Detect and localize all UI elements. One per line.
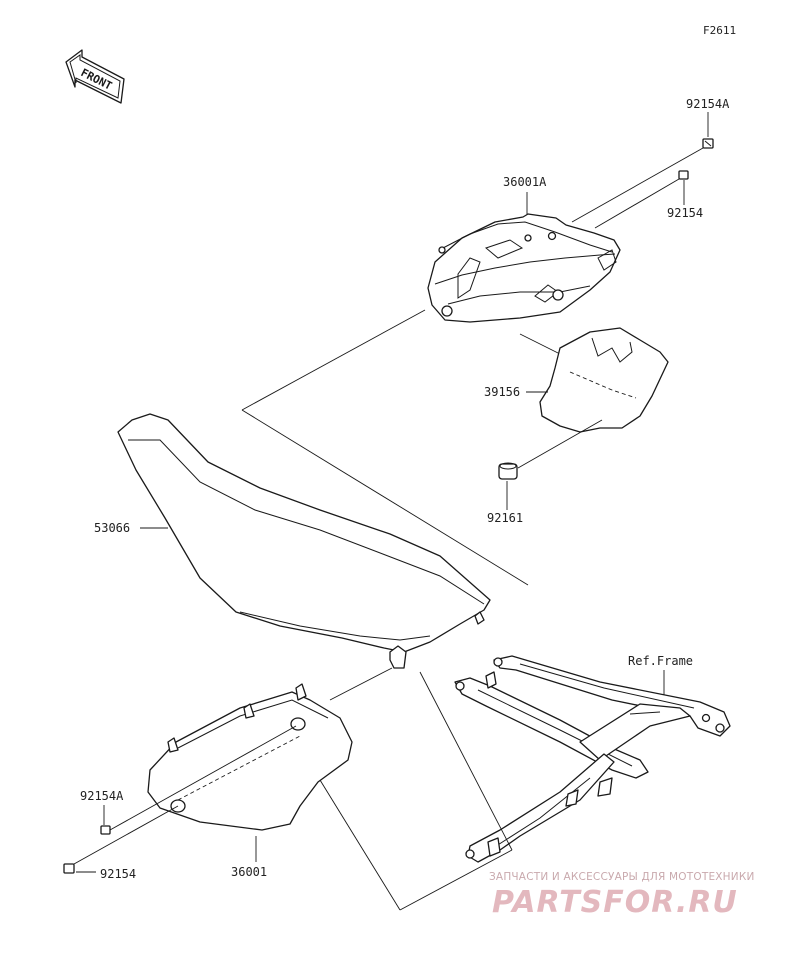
- label-92154A-bottom: 92154A: [80, 789, 124, 803]
- sub-frame: [454, 655, 731, 863]
- label-ref-frame: Ref.Frame: [628, 654, 693, 668]
- side-cover-36001: [147, 683, 353, 831]
- label-92154-bottom: 92154: [100, 867, 136, 881]
- bolt-92154-top: [678, 170, 689, 180]
- bolt-92154A-bottom: [100, 825, 111, 835]
- front-arrow-icon: FRONT: [65, 49, 125, 104]
- figure-code: F2611: [703, 24, 736, 37]
- label-92154A-top: 92154A: [686, 97, 730, 111]
- label-92161: 92161: [487, 511, 523, 525]
- seat-53066: [117, 413, 491, 669]
- pad-39156: [539, 327, 669, 433]
- label-36001: 36001: [231, 865, 267, 879]
- label-92154-top: 92154: [667, 206, 703, 220]
- watermark-logo: PARTSFOR.RU: [492, 885, 738, 920]
- label-36001A: 36001A: [503, 175, 547, 189]
- collar-92161: [498, 462, 518, 480]
- watermark-tagline: ЗАПЧАСТИ И АКСЕССУАРЫ ДЛЯ МОТОТЕХНИКИ: [489, 871, 755, 883]
- bolt-92154A-top: [702, 138, 714, 149]
- bolt-92154-bottom: [63, 863, 75, 874]
- label-53066: 53066: [94, 521, 130, 535]
- label-39156: 39156: [484, 385, 520, 399]
- seat-cowl-36001A: [427, 213, 621, 323]
